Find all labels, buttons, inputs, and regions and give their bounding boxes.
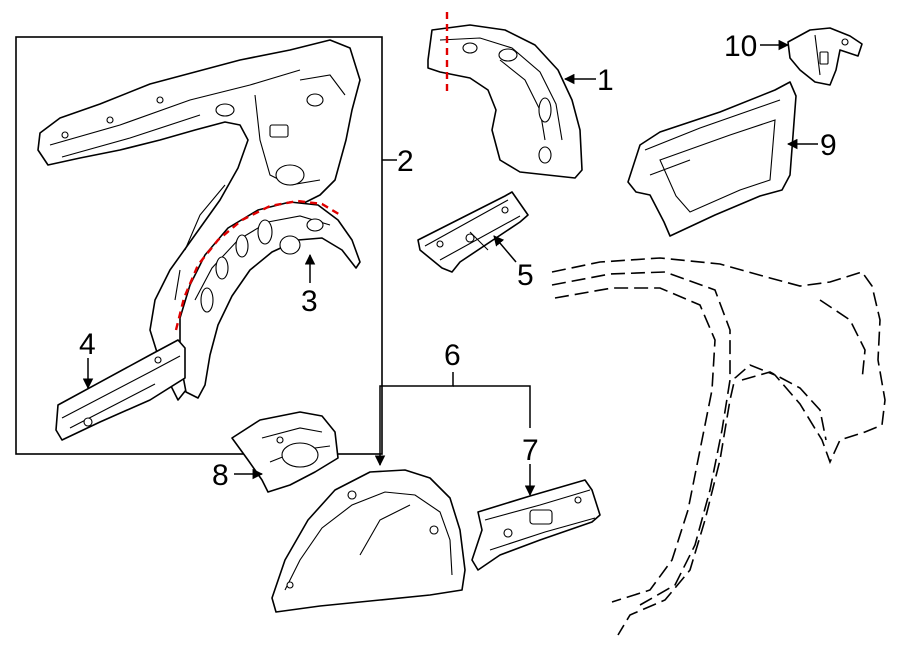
callout-3: 3 xyxy=(301,285,318,318)
lower-bracket-part[interactable] xyxy=(471,479,601,571)
callout-9: 9 xyxy=(820,129,837,162)
inner-quarter-panel-assembly-part[interactable] xyxy=(37,39,361,401)
small-bracket-part[interactable] xyxy=(787,27,863,86)
callout-10: 10 xyxy=(724,30,757,63)
mounting-bracket-part[interactable] xyxy=(417,191,529,273)
callout-leaders xyxy=(82,39,818,497)
callout-5: 5 xyxy=(517,259,534,292)
closeout-panel-part[interactable] xyxy=(231,411,339,493)
quarter-reinforcement-part[interactable] xyxy=(427,12,583,179)
callout-2: 2 xyxy=(397,145,414,178)
wheelhouse-outer-part[interactable] xyxy=(271,469,466,613)
rocker-extension-part[interactable] xyxy=(55,339,186,441)
callout-6: 6 xyxy=(444,339,461,372)
assembly-box xyxy=(15,36,383,455)
callout-1: 1 xyxy=(597,64,614,97)
quarter-extension-panel-part[interactable] xyxy=(627,81,797,237)
callout-4: 4 xyxy=(79,328,96,361)
callout-7: 7 xyxy=(522,434,539,467)
quarter-panel-outline-reference xyxy=(551,257,886,636)
callout-8: 8 xyxy=(212,459,229,492)
wheelhouse-inner-part[interactable] xyxy=(174,199,361,399)
